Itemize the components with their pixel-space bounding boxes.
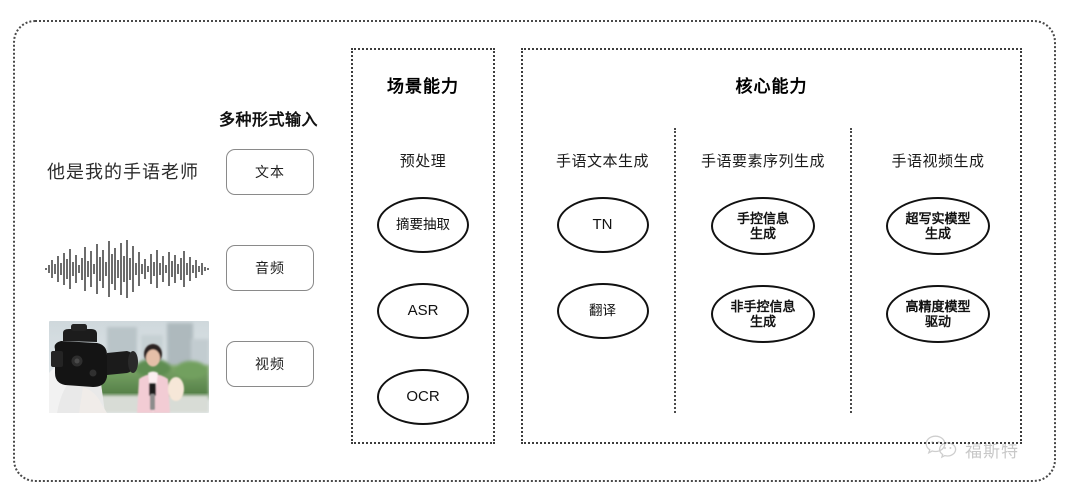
wechat-logo-icon xyxy=(924,434,958,465)
scene-preprocess-head: 预处理 xyxy=(399,153,447,170)
watermark-text: 福斯特 xyxy=(965,442,1019,461)
node-summary-extraction[interactable]: 摘要抽取 xyxy=(377,197,469,253)
node-summary-extraction-label: 摘要抽取 xyxy=(396,217,450,233)
core-column-divider-2 xyxy=(850,128,852,413)
node-non-manual-signal-generation-label: 非手控信息生成 xyxy=(730,298,796,329)
core-column-sign-element-sequence-generation: 手语要素序列生成 手控信息生成 非手控信息生成 xyxy=(676,150,850,343)
input-chip-video[interactable]: 视频 xyxy=(226,341,314,387)
scene-preprocess-group: 预处理 摘要抽取 ASR OCR xyxy=(353,150,493,425)
input-chip-audio-label: 音频 xyxy=(255,260,285,276)
core-column-1-head: 手语文本生成 xyxy=(555,153,649,170)
core-capability-panel: 核心能力 手语文本生成 TN 翻译 手语要素序列生成 手控信息生成 非手控信息生… xyxy=(521,48,1022,444)
watermark: 福斯特 xyxy=(924,434,1019,465)
node-manual-signal-generation-label: 手控信息生成 xyxy=(736,210,789,241)
node-asr-label: ASR xyxy=(407,302,439,320)
scene-capability-title: 场景能力 xyxy=(387,77,459,96)
node-hyperrealistic-model-generation-label: 超写实模型生成 xyxy=(905,210,971,241)
node-ocr[interactable]: OCR xyxy=(377,369,469,425)
core-capability-title: 核心能力 xyxy=(735,77,808,96)
node-non-manual-signal-generation[interactable]: 非手控信息生成 xyxy=(711,285,815,343)
scene-capability-panel: 场景能力 预处理 摘要抽取 ASR OCR xyxy=(351,48,495,444)
node-hyperrealistic-model-generation[interactable]: 超写实模型生成 xyxy=(886,197,990,255)
sample-sentence-text: 他是我的手语老师 xyxy=(47,162,199,182)
core-column-2-head: 手语要素序列生成 xyxy=(700,153,825,170)
core-column-divider-1 xyxy=(674,128,676,413)
video-sample-photo xyxy=(49,321,209,413)
input-chip-text[interactable]: 文本 xyxy=(226,149,314,195)
core-column-3-head: 手语视频生成 xyxy=(891,153,985,170)
node-asr[interactable]: ASR xyxy=(377,283,469,339)
node-tn-label: TN xyxy=(592,216,613,234)
node-high-precision-model-driving[interactable]: 高精度模型驱动 xyxy=(886,285,990,343)
input-chip-text-label: 文本 xyxy=(255,164,285,180)
core-column-sign-text-generation: 手语文本生成 TN 翻译 xyxy=(531,150,674,339)
node-tn[interactable]: TN xyxy=(556,197,649,253)
node-manual-signal-generation[interactable]: 手控信息生成 xyxy=(711,197,815,255)
node-translation-label: 翻译 xyxy=(589,303,616,319)
core-column-sign-video-generation: 手语视频生成 超写实模型生成 高精度模型驱动 xyxy=(852,150,1024,343)
node-translation[interactable]: 翻译 xyxy=(556,283,649,339)
audio-waveform-icon xyxy=(44,238,210,300)
outer-frame xyxy=(13,20,1056,482)
node-high-precision-model-driving-label: 高精度模型驱动 xyxy=(905,298,971,329)
input-section-label: 多种形式输入 xyxy=(219,112,319,129)
node-ocr-label: OCR xyxy=(406,388,440,406)
input-chip-audio[interactable]: 音频 xyxy=(226,245,314,291)
input-chip-video-label: 视频 xyxy=(255,356,285,372)
